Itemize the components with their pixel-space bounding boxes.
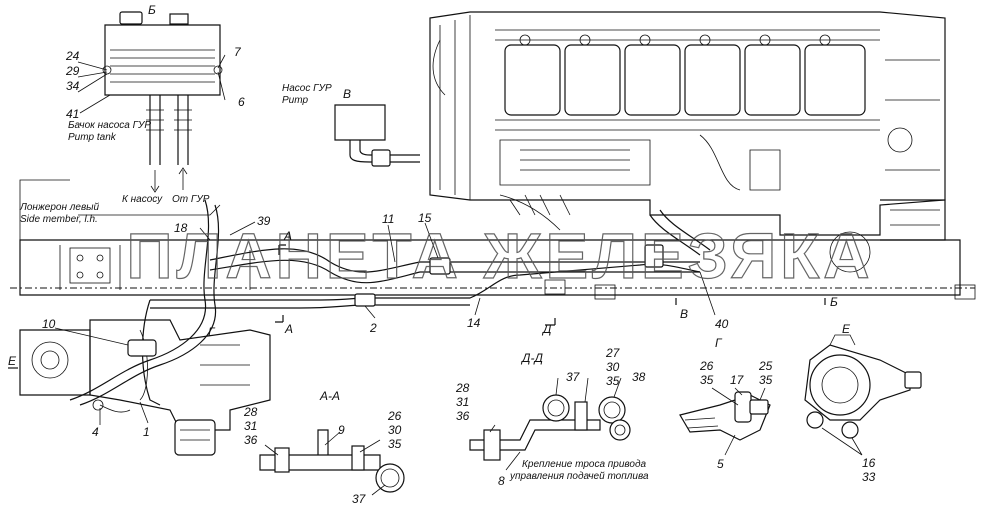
section-mark-a-bottom: А — [284, 322, 293, 336]
aa-callout-28: 28 — [243, 405, 258, 419]
steering-gear — [19, 319, 271, 456]
side-member-label-ru: Лонжерон левый — [19, 202, 100, 213]
view-e-detail — [804, 334, 922, 439]
g-callout-35a: 35 — [700, 373, 714, 387]
g-callout-5: 5 — [717, 457, 724, 471]
watermark: ПЛАНЕТА ЖЕЛЕЗЯКА — [127, 220, 874, 292]
pump-tank-label-en: Pump tank — [68, 132, 117, 143]
callout-2: 2 — [369, 321, 377, 335]
dd-callout-35: 35 — [606, 374, 620, 388]
g-callout-17: 17 — [730, 373, 745, 387]
callout-11: 11 — [382, 212, 394, 226]
side-member-frame — [10, 231, 976, 300]
view-e-title: Е — [842, 322, 851, 336]
callout-40: 40 — [715, 317, 729, 331]
callout-29: 29 — [65, 64, 80, 78]
dd-callout-31: 31 — [456, 395, 469, 409]
pump-label-en: Pump — [282, 95, 309, 106]
view-g2-title: Г — [715, 336, 723, 350]
callout-15: 15 — [418, 211, 432, 225]
callout-7: 7 — [234, 45, 242, 59]
dd-callout-30: 30 — [606, 360, 620, 374]
section-mark-b: Б — [830, 295, 838, 309]
g-callout-35b: 35 — [759, 373, 773, 387]
callout-1: 1 — [143, 425, 150, 439]
aa-callout-35: 35 — [388, 437, 402, 451]
section-mark-e: Е — [8, 354, 17, 368]
to-pump-label: К насосу — [122, 194, 163, 205]
section-mark-v: В — [680, 307, 688, 321]
section-aa-title: А-А — [319, 389, 340, 403]
engine-block — [429, 11, 946, 241]
e-callout-16: 16 — [862, 456, 876, 470]
section-direction-marks — [8, 244, 826, 369]
view-b-title: Б — [148, 3, 156, 17]
g-callout-25: 25 — [758, 359, 773, 373]
cable-note-line-1: Крепление троса привода — [522, 459, 647, 470]
callout-34: 34 — [66, 79, 80, 93]
section-mark-a-top: А — [283, 229, 292, 243]
dd-callout-37: 37 — [566, 370, 581, 384]
dd-callout-27: 27 — [605, 346, 621, 360]
section-d-d — [469, 394, 631, 461]
leader-lines — [19, 54, 863, 496]
callout-4: 4 — [92, 425, 99, 439]
dd-callout-36: 36 — [456, 409, 470, 423]
dd-callout-8: 8 — [498, 474, 505, 488]
dd-callout-28: 28 — [455, 381, 470, 395]
hose-lines — [69, 199, 711, 406]
side-member-label-en: Side member, l.h. — [20, 214, 98, 225]
aa-callout-37: 37 — [352, 492, 367, 506]
pump-tank — [102, 11, 223, 193]
pump-gur-label-ru: Насос ГУР — [282, 83, 332, 94]
aa-callout-31: 31 — [244, 419, 257, 433]
callout-10: 10 — [42, 317, 56, 331]
section-mark-d: Д — [541, 322, 552, 336]
callout-24: 24 — [65, 49, 80, 63]
cable-note-line-2: управления подачей топлива — [509, 471, 649, 482]
gur-pump — [334, 104, 420, 167]
view-g-detail — [679, 391, 771, 441]
aa-callout-36: 36 — [244, 433, 258, 447]
aa-callout-30: 30 — [388, 423, 402, 437]
g-callout-26: 26 — [699, 359, 714, 373]
callout-18: 18 — [174, 221, 188, 235]
view-v-title: В — [343, 87, 351, 101]
pump-tank-label-ru: Бачок насоса ГУР — [68, 120, 151, 131]
callout-6: 6 — [238, 95, 245, 109]
view-g-mark: Г — [208, 325, 216, 339]
e-callout-33: 33 — [862, 470, 876, 484]
aa-callout-26: 26 — [387, 409, 402, 423]
callout-14: 14 — [467, 316, 481, 330]
aa-callout-9: 9 — [338, 423, 345, 437]
from-gur-label: От ГУР — [172, 194, 210, 205]
section-dd-title: Д-Д — [520, 351, 543, 365]
callout-39: 39 — [257, 214, 271, 228]
section-a-a — [259, 429, 405, 493]
dd-callout-38: 38 — [632, 370, 646, 384]
callout-41: 41 — [66, 107, 79, 121]
